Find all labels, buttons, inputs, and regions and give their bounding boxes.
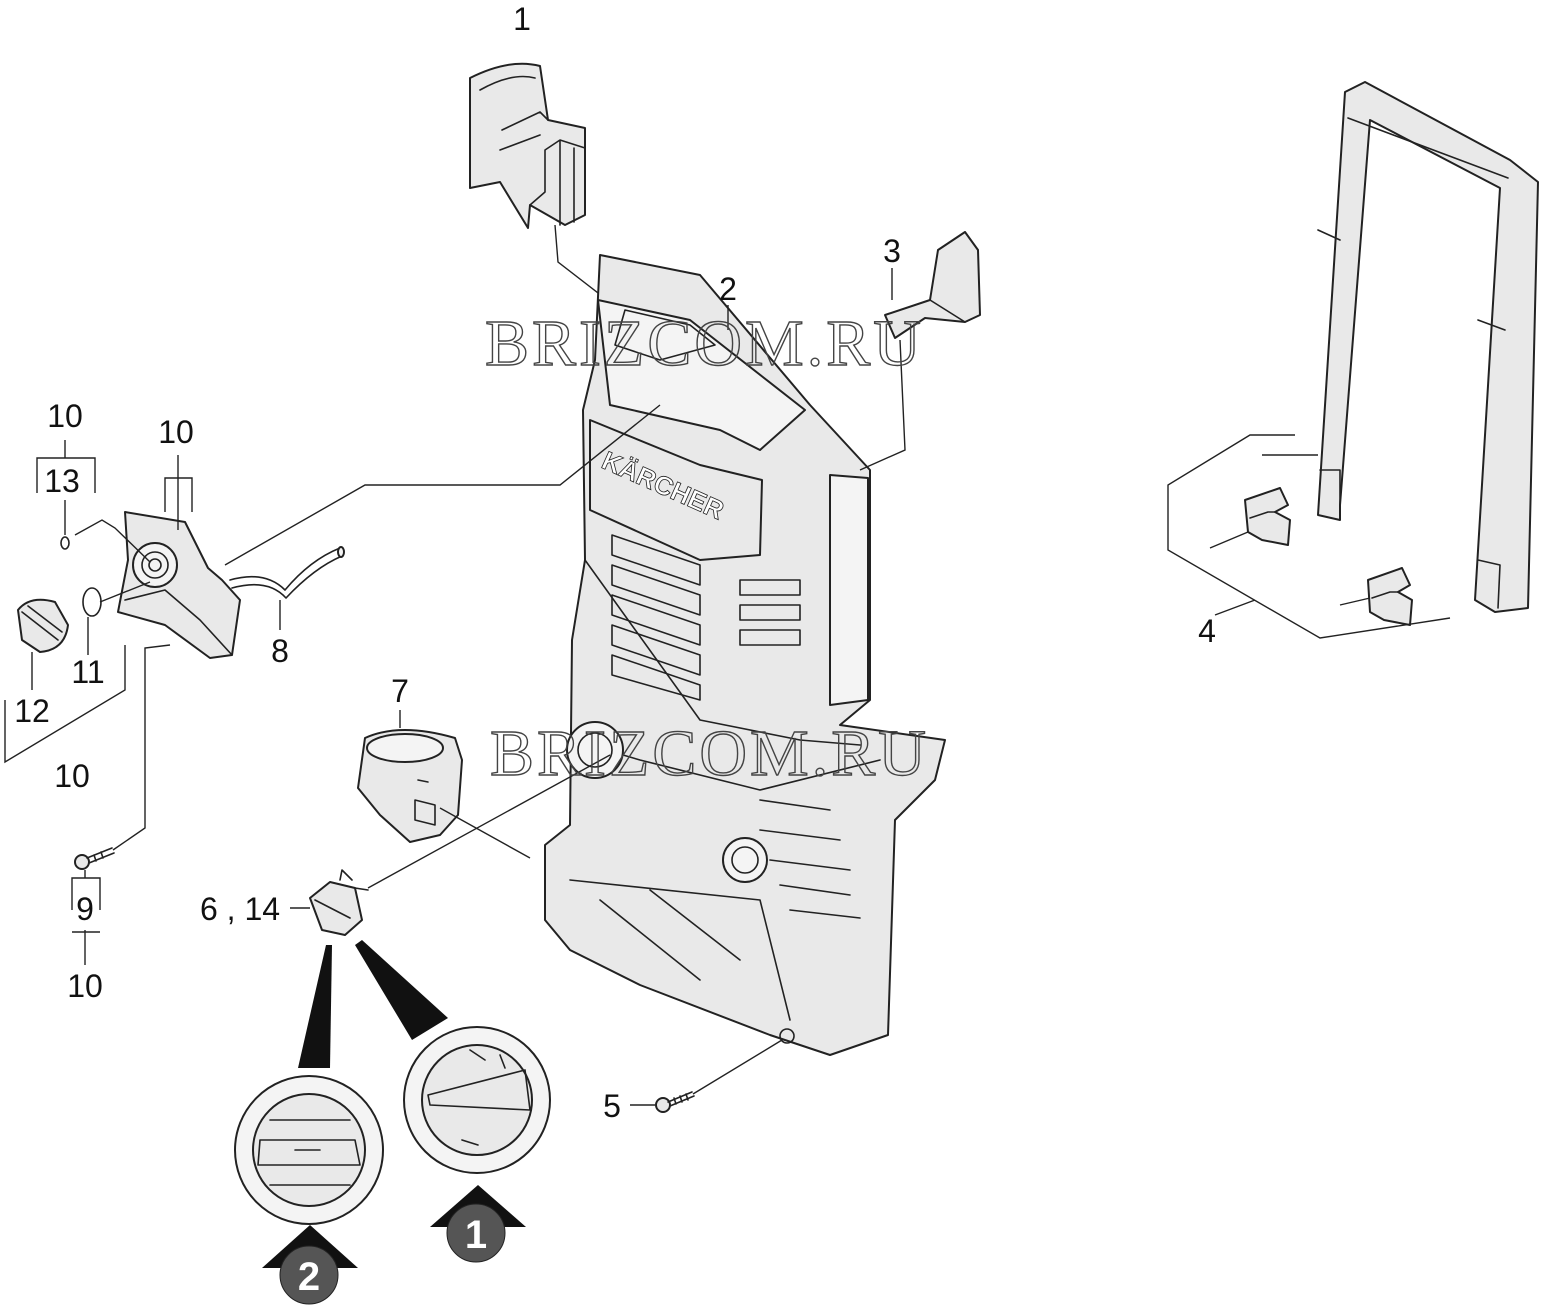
leader-13 <box>64 500 151 563</box>
label-8: 8 <box>271 633 289 669</box>
label-5: 5 <box>603 1088 621 1124</box>
label-7: 7 <box>391 673 409 709</box>
leader-10-housing <box>164 455 193 530</box>
callout-pointer-2 <box>298 945 332 1068</box>
label-3: 3 <box>883 233 901 269</box>
leader-11 <box>87 581 151 655</box>
label-13: 13 <box>44 463 80 499</box>
part-8-hose-pipe <box>229 546 345 599</box>
label-10-housing: 10 <box>158 414 194 450</box>
part-10-connector-housing <box>117 511 241 659</box>
leader-5 <box>630 1039 783 1106</box>
label-9-group: 10 <box>67 968 103 1004</box>
leader-10-bottom <box>4 645 126 764</box>
variant-2-detail <box>234 1075 384 1225</box>
variant-2-badge: 2 <box>262 1225 358 1305</box>
variant-2-label: 2 <box>298 1255 320 1299</box>
label-10-top: 10 <box>47 398 83 434</box>
leader-8-to-housing <box>224 404 661 566</box>
part-4-handle <box>1317 81 1539 613</box>
watermark-top: BRIZCOM.RU <box>485 307 924 380</box>
leader-7 <box>399 710 531 859</box>
callout-pointer-1 <box>355 940 448 1040</box>
part-5-screw <box>655 1091 695 1113</box>
label-12: 12 <box>14 693 50 729</box>
part-9-screw <box>74 847 115 870</box>
label-4: 4 <box>1198 613 1216 649</box>
variant-1-label: 1 <box>465 1213 487 1257</box>
leader-4 <box>1167 434 1451 639</box>
watermark-middle: BRIZCOM.RU <box>490 717 929 790</box>
label-1: 1 <box>513 1 531 37</box>
variant-1-badge: 1 <box>430 1185 526 1263</box>
part-7-holder <box>357 729 463 843</box>
label-11: 11 <box>71 654 104 690</box>
label-2: 2 <box>719 271 737 307</box>
part-3-hose-hook <box>884 231 981 339</box>
leader-6-14 <box>290 754 611 909</box>
part-11-oring <box>82 587 102 617</box>
leader-3 <box>859 268 906 471</box>
part-4-clip-top <box>1244 487 1291 546</box>
part-1-top-cover <box>469 62 586 229</box>
leader-9 <box>71 644 171 965</box>
part-4-clip-bottom <box>1367 567 1413 626</box>
part-12-cap <box>17 598 69 653</box>
part-6-14-knob <box>309 869 369 936</box>
label-6-14: 6 , 14 <box>200 891 280 927</box>
label-9: 9 <box>76 891 94 927</box>
part-13-small-oring <box>60 536 70 550</box>
leader-10-top <box>36 440 96 493</box>
variant-1-detail <box>403 1026 551 1174</box>
label-10-bottom: 10 <box>54 758 90 794</box>
